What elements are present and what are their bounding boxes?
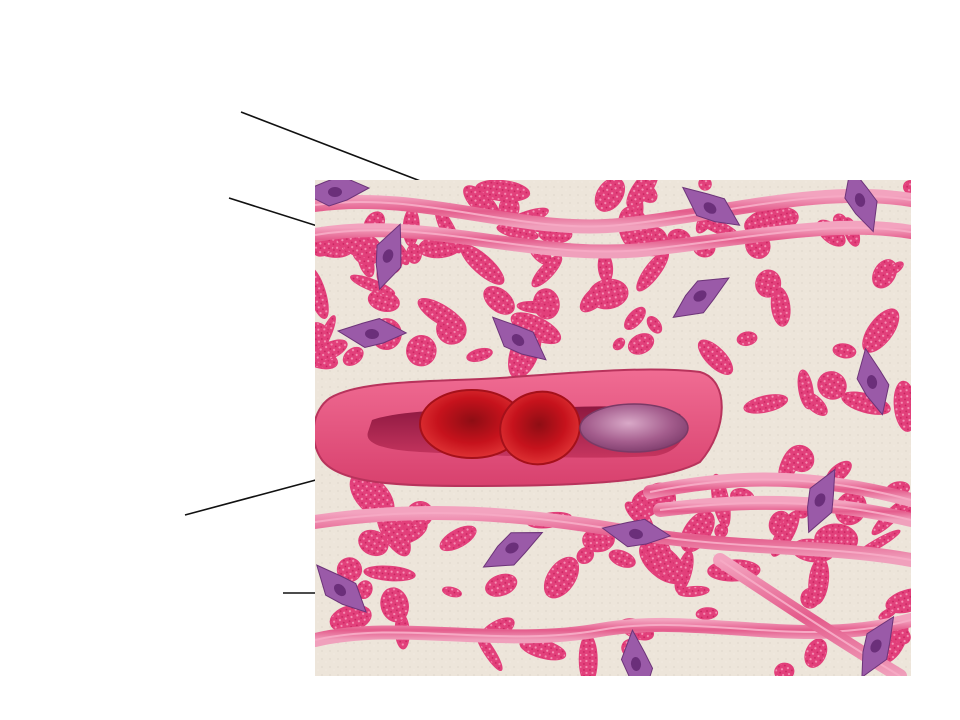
collagen-fiber-highlight — [315, 226, 911, 253]
granule-clump — [516, 300, 557, 314]
granule-clump — [808, 556, 830, 605]
fibroblast-cells — [315, 180, 895, 676]
fibroblast — [601, 518, 672, 548]
collagen-fiber-highlight — [659, 501, 911, 521]
fibroblast — [375, 223, 402, 291]
granule-clump — [417, 298, 466, 332]
granule-clump — [885, 588, 911, 614]
tissue-panel — [315, 180, 911, 676]
granule-clump — [380, 587, 409, 623]
fibroblast-nucleus — [814, 493, 826, 507]
granule-clump — [698, 180, 712, 191]
fibroblast — [672, 277, 730, 319]
fibroblast-nucleus — [693, 290, 707, 302]
granule-clump — [315, 339, 348, 362]
granule-clump — [483, 286, 515, 315]
granule-clump — [588, 278, 629, 310]
granule-clump — [743, 394, 789, 414]
granule-clump — [893, 380, 911, 432]
granule-clump — [608, 549, 636, 568]
granule-clump — [466, 347, 493, 363]
fibroblast — [620, 628, 654, 676]
fibroblast-nucleus — [870, 639, 882, 653]
fibroblast-nucleus — [511, 334, 525, 346]
granule-clump — [594, 180, 626, 212]
fibroblast — [856, 347, 890, 416]
fibroblast-nucleus — [365, 328, 379, 340]
granule-clump — [646, 315, 663, 334]
granule-clump — [736, 331, 758, 346]
fibroblast — [861, 615, 895, 676]
granule-clump — [358, 529, 389, 557]
fibroblast — [807, 468, 836, 534]
fibroblast-nucleus — [328, 187, 342, 197]
collagen-fiber-highlight — [649, 478, 911, 501]
granule-clump — [887, 261, 904, 275]
fibroblast-nucleus — [629, 528, 643, 540]
granule-clump — [315, 266, 329, 319]
fibroblast-nucleus — [333, 583, 347, 597]
granule-clump — [697, 339, 734, 375]
granule-clump — [627, 333, 655, 355]
fibroblast-nucleus — [854, 193, 866, 207]
granule-clump — [787, 444, 815, 473]
granule-clump — [406, 243, 422, 264]
blood-vessel — [315, 368, 723, 488]
fibroblast-nucleus — [866, 375, 878, 389]
collagen-fiber-highlight — [315, 194, 911, 228]
granule-clump — [406, 335, 437, 367]
granule-clump — [774, 662, 795, 676]
granule-clump — [797, 369, 815, 410]
fibroblast-nucleus — [382, 249, 394, 263]
fibroblast-nucleus — [505, 542, 519, 554]
granule-clump — [804, 638, 828, 668]
fibroblast — [315, 180, 371, 207]
granule-clump — [624, 306, 646, 330]
fibroblast — [491, 316, 547, 361]
fibroblast-nucleus — [703, 202, 717, 214]
red-blood-cell — [499, 390, 581, 466]
fibroblast-nucleus — [630, 657, 642, 671]
fibroblast — [681, 186, 741, 226]
granule-clump — [817, 371, 847, 400]
white-blood-cell — [579, 403, 689, 453]
granule-clump — [350, 274, 396, 296]
collagen-fiber-highlight — [315, 619, 911, 641]
granule-clump — [363, 565, 416, 582]
granule-clump — [612, 337, 626, 351]
fibroblast — [316, 564, 367, 613]
granule-clump — [578, 633, 598, 676]
granule-clump — [485, 573, 518, 597]
granule-clump — [439, 525, 477, 552]
fibroblast — [482, 532, 544, 568]
fibroblast — [336, 318, 408, 348]
fibroblast — [844, 180, 878, 233]
granule-clump — [695, 607, 719, 620]
granule-clump — [442, 586, 462, 598]
granule-clump — [755, 269, 782, 298]
granule-clump — [832, 343, 857, 359]
granule-clump — [543, 556, 580, 599]
fibroblast-body — [315, 180, 371, 207]
granule-clump — [342, 346, 364, 366]
